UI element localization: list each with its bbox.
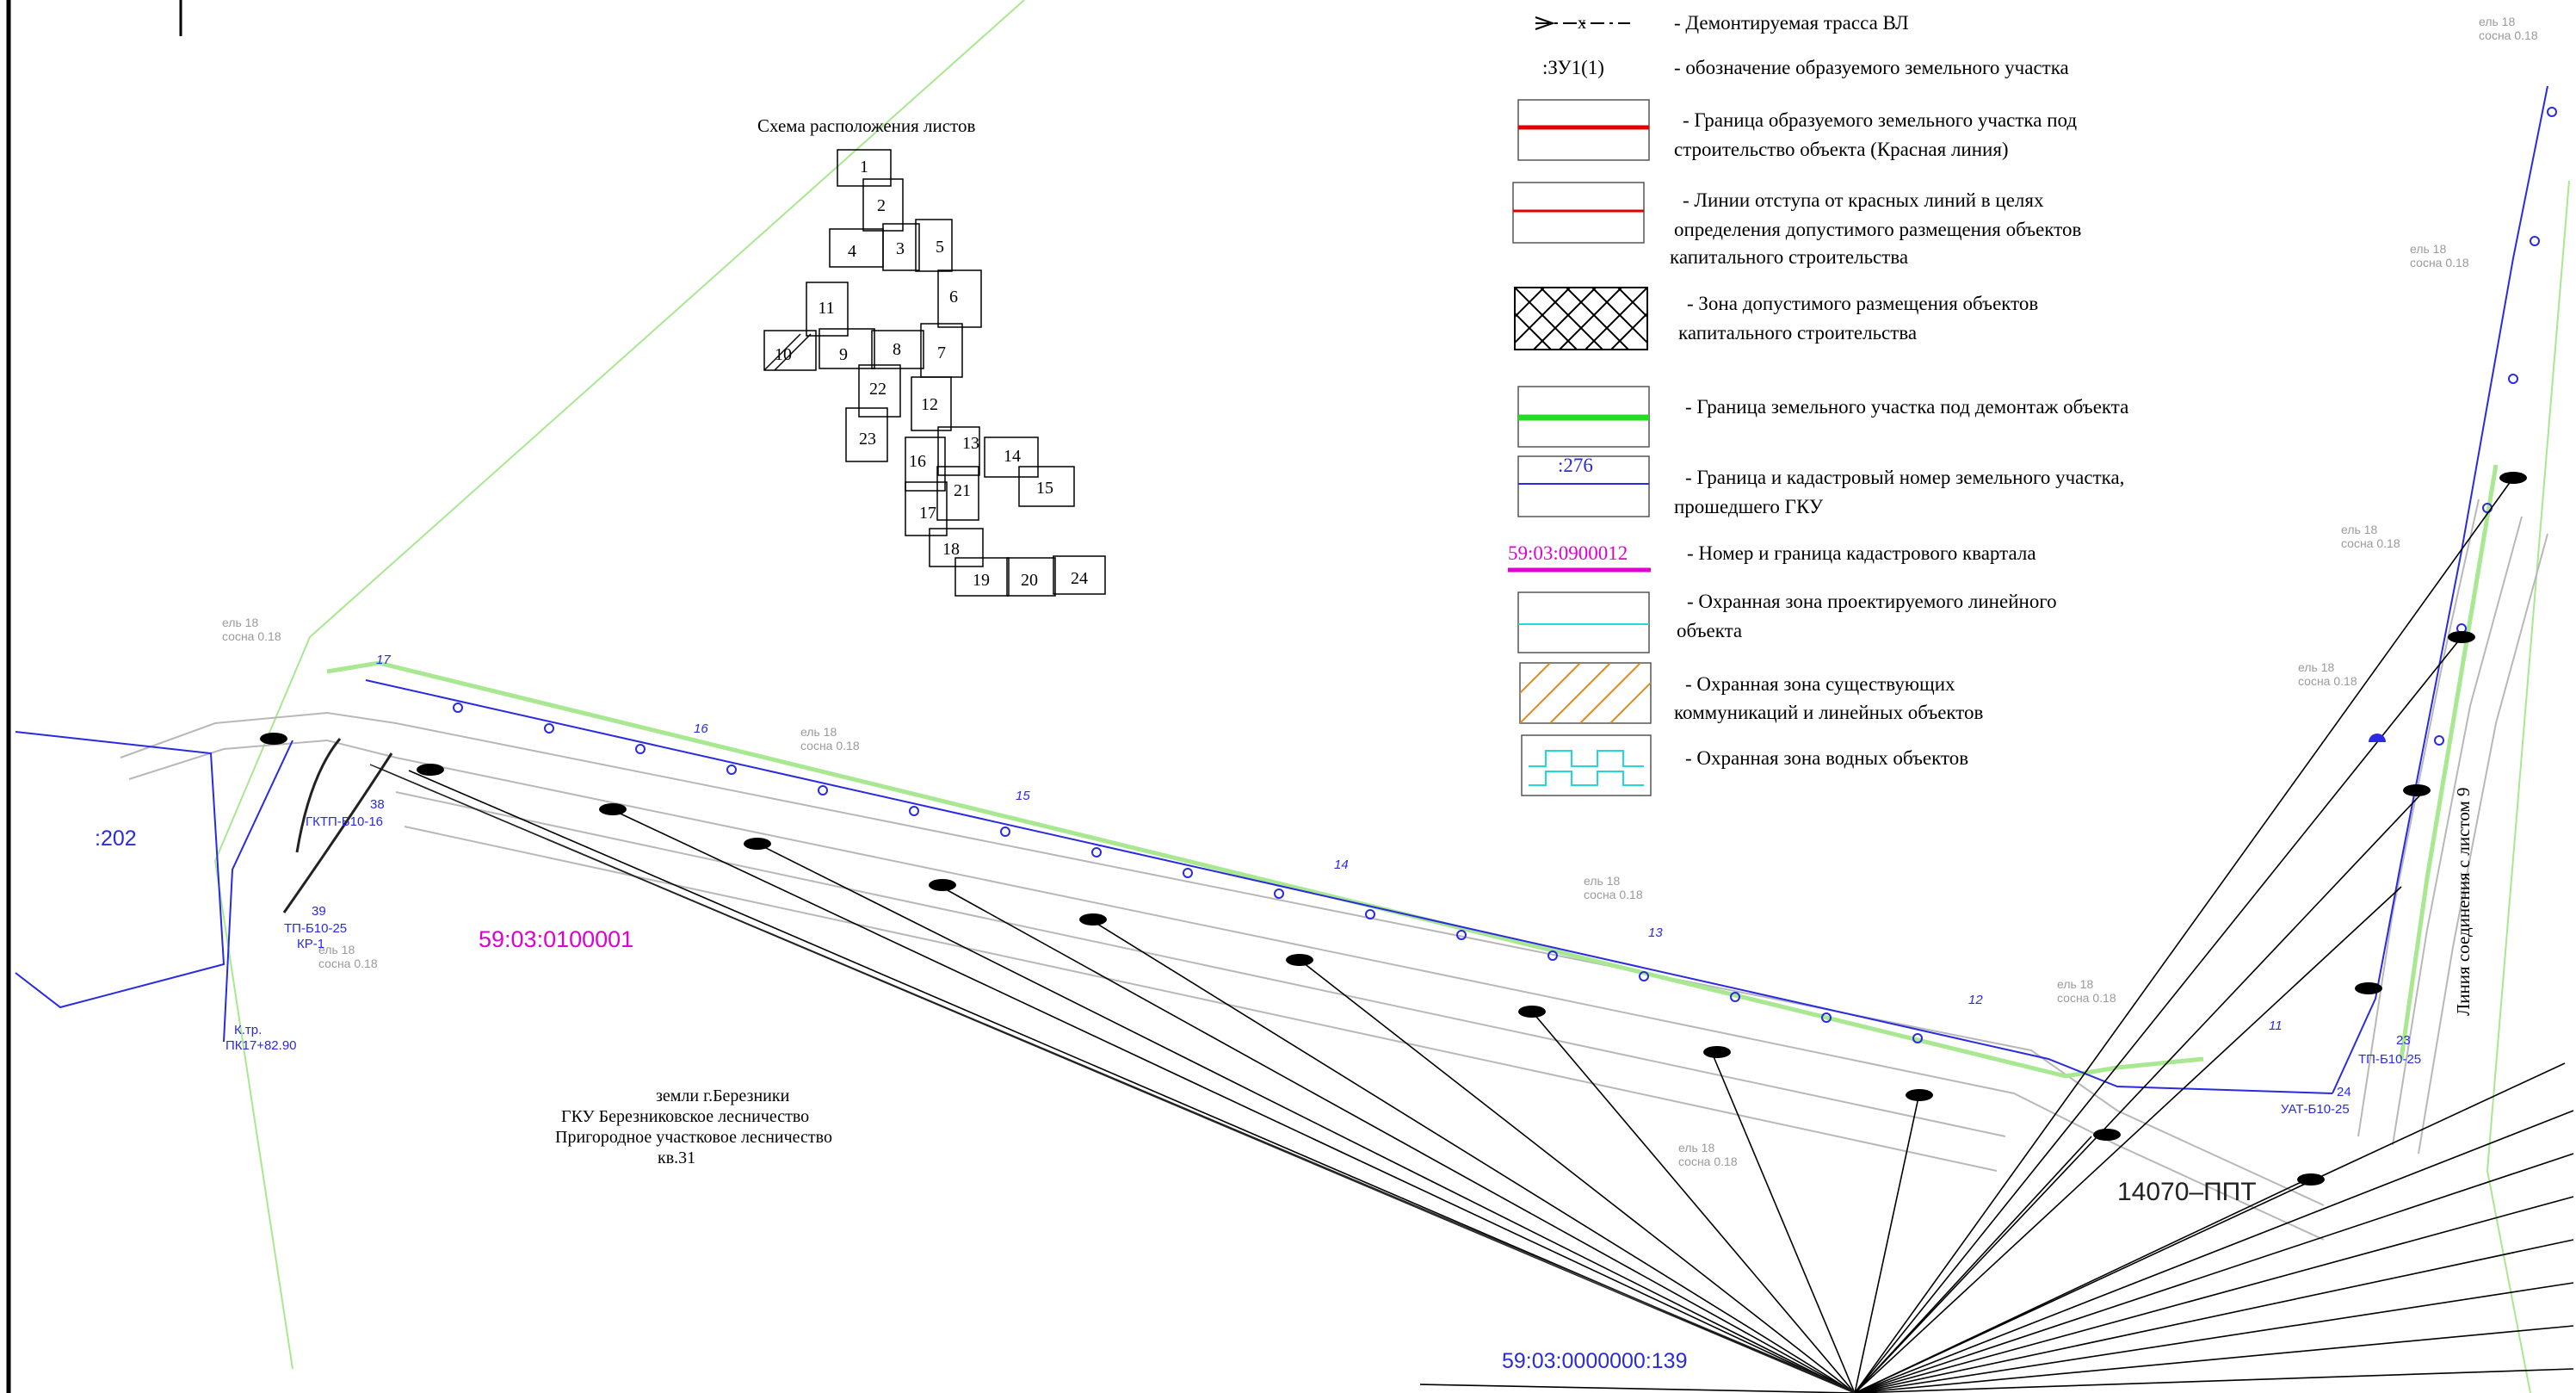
dismantling-boundary bbox=[326, 464, 2499, 1079]
sheet-number-15: 15 bbox=[1036, 479, 1053, 498]
svg-text:сосна 0.18: сосна 0.18 bbox=[2479, 28, 2538, 42]
svg-text:сосна 0.18: сосна 0.18 bbox=[2410, 256, 2469, 269]
svg-text:ель 18: ель 18 bbox=[800, 725, 837, 739]
sheet-number-23: 23 bbox=[859, 430, 876, 449]
svg-text:ель 18: ель 18 bbox=[222, 616, 258, 629]
sheet-number-10: 10 bbox=[775, 345, 792, 364]
outer-boundary-green bbox=[213, 0, 2570, 1393]
swatch-gku bbox=[1517, 455, 1650, 517]
sheet-number-12: 12 bbox=[921, 395, 938, 414]
swatch-setback bbox=[1512, 182, 1645, 244]
svg-text:сосна 0.18: сосна 0.18 bbox=[1678, 1155, 1738, 1168]
road-lines bbox=[120, 498, 2548, 1241]
legend-swatches: x bbox=[1508, 14, 1652, 796]
svg-text:сосна 0.18: сосна 0.18 bbox=[2057, 991, 2116, 1005]
swatch-allowed-zone bbox=[1514, 287, 1648, 350]
swatch-demolished: x bbox=[1535, 14, 1630, 33]
pole-symbols bbox=[260, 472, 2527, 1186]
svg-text:ель 18: ель 18 bbox=[1584, 874, 1620, 888]
swatch-protect-existing bbox=[1519, 662, 1652, 724]
sheet-number-14: 14 bbox=[1004, 447, 1021, 466]
swatch-protect-linear bbox=[1517, 591, 1650, 653]
sheet-number-16: 16 bbox=[909, 452, 926, 471]
gku-plot-boundary bbox=[15, 85, 2548, 1094]
svg-text:ель 18: ель 18 bbox=[318, 943, 355, 957]
sheet-number-9: 9 bbox=[839, 345, 848, 364]
sheet-number-20: 20 bbox=[1021, 571, 1038, 590]
svg-text:сосна 0.18: сосна 0.18 bbox=[1584, 888, 1643, 901]
sheet-number-17: 17 bbox=[919, 504, 936, 523]
sheet-number-6: 6 bbox=[949, 288, 958, 306]
svg-text:ель 18: ель 18 bbox=[2410, 242, 2446, 256]
sheet-number-2: 2 bbox=[877, 196, 886, 215]
sheet-scheme bbox=[763, 149, 1106, 597]
sheet-number-18: 18 bbox=[942, 540, 960, 559]
svg-text:сосна 0.18: сосна 0.18 bbox=[2298, 674, 2357, 688]
svg-text:сосна 0.18: сосна 0.18 bbox=[2341, 536, 2400, 550]
sheet-number-1: 1 bbox=[860, 158, 868, 176]
demolished-line-path bbox=[282, 738, 1856, 1393]
svg-text:ель 18: ель 18 bbox=[2298, 660, 2334, 674]
sheet-number-24: 24 bbox=[1071, 569, 1088, 588]
sheet-number-5: 5 bbox=[936, 238, 944, 257]
sheet-number-22: 22 bbox=[869, 380, 886, 399]
svg-text:ель 18: ель 18 bbox=[2341, 523, 2377, 536]
blue-pole-markers bbox=[453, 107, 2557, 1043]
svg-text:сосна 0.18: сосна 0.18 bbox=[800, 739, 860, 752]
swatch-red-line bbox=[1517, 99, 1650, 161]
sheet-number-19: 19 bbox=[973, 571, 990, 590]
svg-text:x: x bbox=[1578, 14, 1586, 33]
svg-text:ель 18: ель 18 bbox=[2057, 977, 2093, 991]
svg-text:ель 18: ель 18 bbox=[2479, 15, 2515, 28]
leader-lines bbox=[408, 477, 2574, 1393]
sheet-number-4: 4 bbox=[848, 242, 856, 261]
sheet-number-11: 11 bbox=[818, 299, 834, 318]
sheet-number-7: 7 bbox=[937, 344, 946, 362]
svg-text:сосна 0.18: сосна 0.18 bbox=[222, 629, 281, 643]
svg-text:ель 18: ель 18 bbox=[1678, 1141, 1714, 1155]
sheet-number-21: 21 bbox=[954, 481, 971, 500]
sheet-number-8: 8 bbox=[893, 340, 901, 359]
sheet-number-13: 13 bbox=[962, 434, 979, 453]
svg-text:сосна 0.18: сосна 0.18 bbox=[318, 957, 378, 970]
sheet-number-3: 3 bbox=[896, 239, 905, 258]
